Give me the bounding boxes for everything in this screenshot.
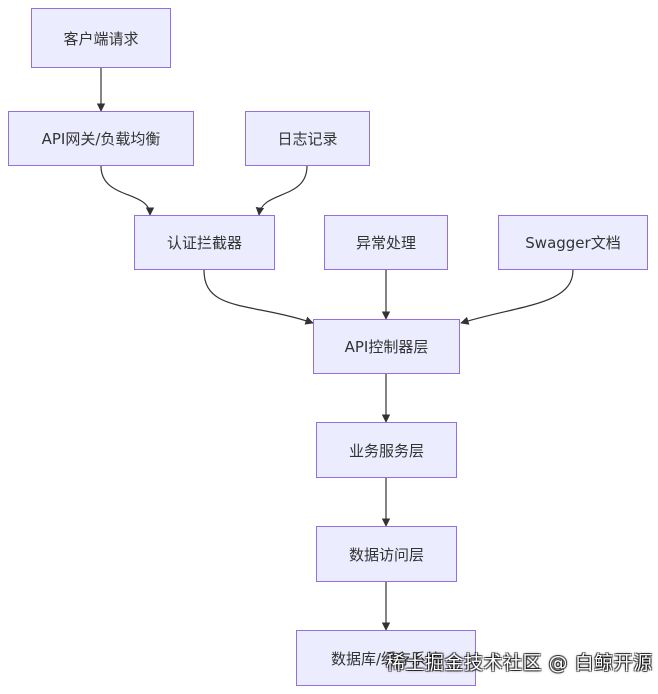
- watermark: 稀土掘金技术社区 @ 白鲸开源: [386, 652, 653, 674]
- node-api-gateway: API网关/负载均衡: [8, 111, 194, 166]
- edge-swagger-to-controller: [460, 269, 574, 325]
- node-exception-handling: 异常处理: [324, 215, 448, 270]
- node-swagger-docs: Swagger文档: [498, 215, 648, 270]
- node-api-controller: API控制器层: [313, 319, 460, 374]
- edge-auth-to-controller: [203, 269, 314, 325]
- node-database-cache: 数据库/缓存系统: [296, 630, 476, 686]
- edge-logging-to-auth: [255, 165, 308, 216]
- edge-gateway-to-auth: [100, 165, 155, 216]
- node-client-request: 客户端请求: [31, 8, 171, 68]
- node-business-service: 业务服务层: [316, 422, 457, 478]
- node-logging: 日志记录: [245, 111, 370, 166]
- node-auth-interceptor: 认证拦截器: [134, 215, 275, 270]
- node-data-access: 数据访问层: [316, 526, 457, 582]
